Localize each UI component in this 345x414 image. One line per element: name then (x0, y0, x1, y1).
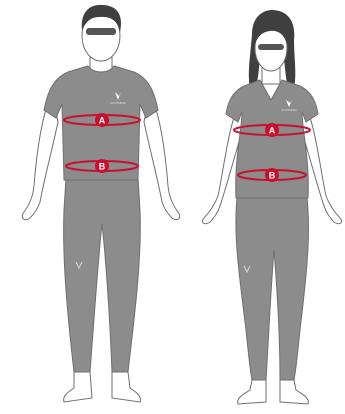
female-marker-a: A (269, 126, 276, 136)
female-marker-b: B (269, 171, 276, 181)
male-right-foot (112, 372, 140, 402)
male-marker-a: A (99, 116, 106, 126)
female-sunglasses (258, 44, 284, 50)
female-right-foot (280, 380, 308, 404)
male-sunglasses (86, 28, 116, 35)
male-left-foot (64, 372, 92, 402)
male-figure: CLOTHING A B (22, 5, 179, 402)
female-leggings (236, 190, 309, 380)
male-brand-text: CLOTHING (110, 101, 126, 105)
female-left-foot (238, 380, 266, 404)
male-marker-b: B (99, 162, 106, 172)
male-leggings (64, 178, 141, 372)
female-brand-text: CLOTHING (281, 108, 297, 112)
female-figure: CLOTHING A B (202, 10, 341, 404)
